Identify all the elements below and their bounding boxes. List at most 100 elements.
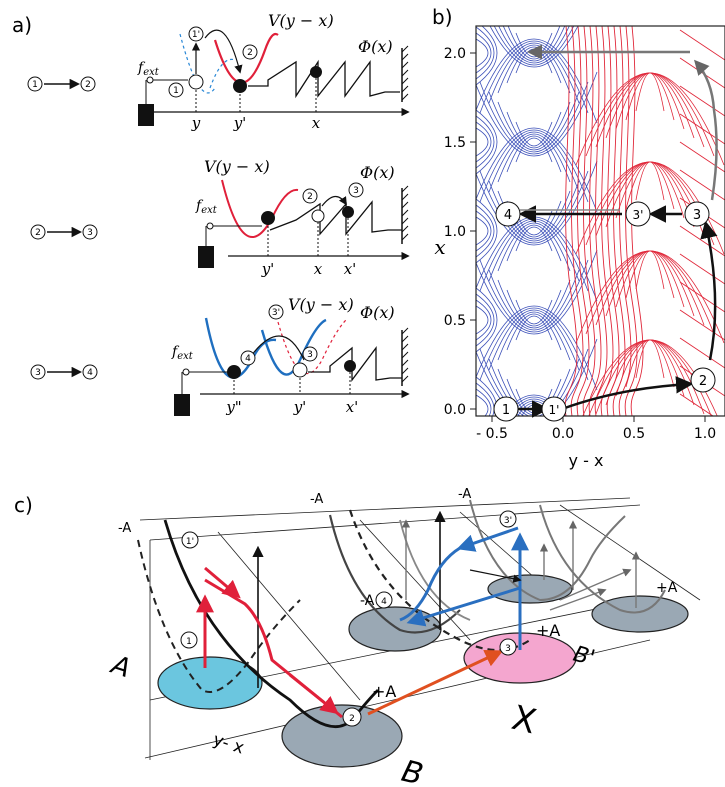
contour-line <box>582 26 596 416</box>
contour-line <box>476 293 495 347</box>
weight-icon <box>138 104 154 126</box>
contour-line <box>488 358 580 416</box>
contour-line <box>476 305 489 335</box>
contour-line <box>679 85 725 117</box>
contour-line <box>606 26 620 416</box>
state-3: 3 <box>353 186 359 196</box>
contour-line <box>635 250 665 290</box>
contour-line <box>612 26 626 416</box>
contour-line <box>497 133 571 183</box>
state-3-prime: 3' <box>504 516 512 526</box>
state-3-prime: 3' <box>633 208 644 222</box>
basin-B <box>281 704 403 768</box>
potential-label: V(y − x) <box>288 295 354 314</box>
amplitude-pos-label: +A <box>372 682 396 701</box>
y-tick-label: 1.0 <box>444 224 466 240</box>
contour-line <box>476 32 492 74</box>
state-3: 3 <box>307 350 313 360</box>
contour-line <box>564 26 578 416</box>
particle-open <box>292 362 308 378</box>
contour-line <box>595 72 705 148</box>
wall-hatch <box>401 185 409 241</box>
contour-line <box>476 26 498 86</box>
contour-line <box>594 26 608 416</box>
contour-line <box>476 38 489 68</box>
contour-line <box>596 429 704 503</box>
contour-line <box>570 26 584 416</box>
state-label: 2 <box>85 80 91 90</box>
panel-a-label: a) <box>12 13 32 37</box>
contour-line <box>476 338 598 416</box>
wall-hatch <box>401 327 409 383</box>
contour-line <box>476 216 489 246</box>
schematic-row-1: 1' 1 2 V(y − x) Φ(x) fext y y' x <box>137 11 410 132</box>
plot-axes: - 0.50.00.51.01.50.00.51.01.52.0 <box>444 46 716 442</box>
state-3: 3 <box>505 644 511 654</box>
panel-b: b) - 0.50.00.51.01.50.00.51.01.52.0 y - … <box>432 5 725 503</box>
axis-tick-x: x <box>314 260 323 278</box>
potential-curve-far <box>469 499 626 602</box>
contour-line <box>506 289 562 327</box>
contour-line <box>497 222 571 272</box>
contour-line <box>479 129 589 203</box>
contour-line <box>515 121 553 147</box>
contour-line <box>502 26 566 62</box>
amplitude-pos-label: +A <box>656 580 678 596</box>
potential-curve <box>213 32 279 84</box>
contour-line <box>679 309 725 341</box>
contour-line <box>476 115 495 169</box>
panel-c-states: 1 1' 2 3 3' 4 <box>180 510 517 727</box>
contour-line <box>476 109 498 175</box>
row-transition-2: 2 3 <box>30 224 98 240</box>
particle-open <box>311 209 325 223</box>
panel-c-label: c) <box>14 493 33 517</box>
contour-line <box>476 160 598 246</box>
state-3: 3 <box>693 208 701 223</box>
plot-frame <box>475 25 725 417</box>
contour-line <box>497 101 571 151</box>
amplitude-neg-label: -A <box>458 487 471 502</box>
axis-label-y-minus-x: y- x <box>210 730 246 759</box>
particle-open <box>188 74 204 90</box>
contour-line <box>679 225 725 257</box>
basin-far-1 <box>487 574 573 604</box>
trajectory <box>518 44 718 418</box>
contour-line <box>575 72 725 166</box>
y-tick-label: 1.5 <box>444 135 466 151</box>
contour-line <box>488 131 580 193</box>
state-label: 3 <box>35 368 41 378</box>
contour-line <box>679 393 714 416</box>
contour-line <box>630 26 644 416</box>
contour-line <box>497 368 571 416</box>
contour-line <box>488 42 580 104</box>
basin-label-B: B <box>398 754 426 787</box>
basin-label-B-prime: B' <box>570 642 597 672</box>
contour-line <box>476 198 498 264</box>
contour-line <box>476 249 598 335</box>
panel-b-label: b) <box>432 5 453 29</box>
particle-x <box>310 66 322 78</box>
contour-line <box>493 26 575 66</box>
contour-line <box>505 396 563 416</box>
state-2: 2 <box>307 192 313 202</box>
state-3-prime: 3' <box>272 308 280 318</box>
contour-line <box>515 315 553 341</box>
wall-hatch <box>401 45 409 101</box>
schematic-row-3: 3' 4 3 V(y − x) Φ(x) fext y" y' x' <box>171 295 410 416</box>
contour-line <box>476 388 492 416</box>
basin-label-A: A <box>106 650 134 685</box>
state-2: 2 <box>349 714 355 724</box>
contour-line <box>576 26 590 416</box>
contour-line <box>476 121 492 163</box>
force-label: fext <box>137 60 160 78</box>
contour-line <box>515 299 553 325</box>
particle-filled <box>233 79 247 93</box>
panel-c: c) <box>14 487 701 787</box>
contour-line <box>635 72 665 112</box>
state-1-prime: 1' <box>192 30 200 40</box>
contour-line <box>476 71 598 157</box>
contour-line <box>476 394 489 416</box>
x-tick-label: 0.0 <box>552 426 574 442</box>
state-label: 1 <box>32 80 38 90</box>
potential-curve-dashed <box>137 539 301 693</box>
